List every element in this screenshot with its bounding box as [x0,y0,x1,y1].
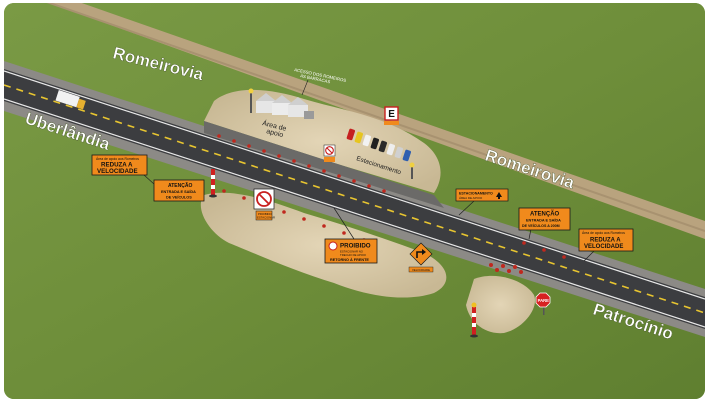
sign-title: PROIBIDO [340,243,371,250]
sign-pare-text: PARE [538,298,550,303]
sign-caption: PROIBIDO [258,212,273,216]
sign-no-parking-small [323,144,336,162]
acesso-pointer-line [301,79,309,96]
sign-subtitle: DE VEÍCULOS A 200M [522,223,560,228]
sign-subtitle: TRECHO DE APOIO [340,253,367,257]
area-label-apoio-line2: apoio [266,128,284,139]
delineator-post-right [470,302,478,338]
shoulder-bottom [4,99,705,337]
highway-edge-line-bottom [4,98,705,328]
sign-title: VELOCIDADE [584,244,623,250]
sign-subtitle: ENTRADA E SAÍDA [526,218,561,223]
sign-estacionamento: ESTACIONAMENTO ÁREA DE APOIO [455,188,509,216]
romeirovia-dirt-road-edge [46,3,705,232]
sign-small-text: Área de apoio aos Romeiros [96,157,139,161]
map-frame: Romeirovia Romeirovia Uberlândia Patrocí… [4,3,705,399]
traffic-cones-top [217,134,386,193]
support-tents [256,93,314,119]
light-post [248,88,415,179]
truck [55,90,86,110]
parked-cars [346,128,412,162]
sign-pare: PARE [535,292,551,315]
sign-title: ATENÇÃO [168,182,192,189]
dirt-clearing-top [204,89,441,193]
sign-e: E [384,106,399,125]
sign-subtitle: DE VEÍCULOS [166,195,192,200]
dirt-clearing-right [466,275,535,334]
sign-reduza-velocidade-right: Área de apoio aos Romeiros REDUZA A VELO… [578,228,634,262]
sign-e-letter: E [388,109,395,120]
road-scene: Romeirovia Romeirovia Uberlândia Patrocí… [4,3,705,399]
sign-subtitle: ESTACIONAR NO [340,250,364,254]
sign-title: REDUZA A [590,238,621,244]
sign-subtitle: ÁREA DE APOIO [459,196,483,200]
sign-atencao-left: ATENÇÃO ENTRADA E SAÍDA DE VEÍCULOS [153,179,205,202]
area-label-acesso-line2: ÀS BARRACAS [300,73,331,84]
highway-center-line [4,84,705,314]
sign-atencao-right: ATENÇÃO ENTRADA E SAÍDA DE VEÍCULOS A 20… [518,207,571,240]
sign-small-text: Área de apoio aos Romeiros [582,231,625,235]
sign-caption: VELOCIDADE [412,268,430,272]
delineator-post-left [209,169,217,198]
sign-subtitle: ENTRADA E SAÍDA [161,189,196,194]
sign-caption: ESTACIONAR [257,216,275,220]
sign-subtitle: RETORNO À FRENTE [330,257,369,262]
sign-title: ATENÇÃO [530,211,560,218]
sign-proibido: PROIBIDO ESTACIONAR NO TRECHO DE APOIO R… [324,207,378,264]
sign-title: VELOCIDADE [97,168,138,175]
highway-edge-line-top [4,70,705,300]
sign-title: ESTACIONAMENTO [459,192,493,196]
sign-curve-arrow: VELOCIDADE [408,242,434,273]
gravel-turnout [204,121,444,208]
sign-title: REDUZA A [101,162,133,169]
sign-no-parking: PROIBIDO ESTACIONAR [253,188,275,221]
